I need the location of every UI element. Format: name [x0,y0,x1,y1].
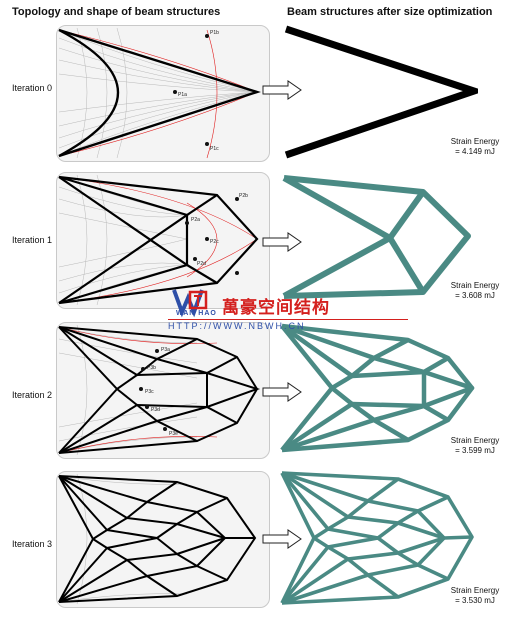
iteration-0-label: Iteration 0 [12,83,53,93]
optimized-structure-2 [280,323,475,453]
strain-energy-value: = 3.608 mJ [455,291,495,300]
header-right: Beam structures after size optimization [287,6,493,18]
header-left: Topology and shape of beam structures [12,6,221,18]
iteration-1-label: Iteration 1 [12,235,53,245]
svg-text:P2d: P2d [197,261,206,267]
iteration-2-label: Iteration 2 [12,390,53,400]
point-label: P1a [178,92,187,98]
svg-text:P3b: P3b [147,365,156,371]
control-points [173,34,209,146]
watermark-divider [168,319,408,320]
svg-text:P3a: P3a [161,347,170,353]
svg-text:P3d: P3d [151,407,160,413]
optimized-structure-3 [280,471,474,605]
watermark-url: HTTP://WWW.NBWH.CN [168,321,306,331]
iteration-2-panel: P3a P3b P3c P3d P3e [56,322,270,459]
iteration-1-panel: P2a P2b P2c P2d [56,172,270,309]
iteration-3-label: Iteration 3 [12,539,53,549]
strain-energy-value: = 3.530 mJ [455,596,495,605]
watermark-brand: 萬豪空间结构 [222,298,330,318]
strain-energy-value: = 3.599 mJ [455,446,495,455]
strain-energy-value: = 4.149 mJ [455,147,495,156]
iteration-0-panel: P1b P1a P1c [56,25,270,162]
point-label: P1b [210,30,219,36]
strain-energy-label: Strain Energy [450,436,500,445]
arrow-icon [262,80,302,100]
arrow-icon [262,232,302,252]
optimized-structure-1 [282,175,471,299]
iteration-3-panel [56,471,270,608]
svg-text:P2a: P2a [191,217,200,223]
wanhao-logo-icon [172,289,208,318]
point-label: P1c [210,146,219,152]
guide-curves [58,29,258,159]
strain-energy-label: Strain Energy [450,281,500,290]
svg-text:P2c: P2c [210,239,219,245]
strain-energy-label: Strain Energy [450,137,500,146]
svg-text:P3e: P3e [169,431,178,437]
svg-text:P2b: P2b [239,193,248,199]
watermark-sub: WAN HAO [176,310,217,317]
svg-text:P3c: P3c [145,389,154,395]
arrow-icon [262,529,302,549]
optimized-structure-0 [284,25,478,159]
strain-energy-label: Strain Energy [450,586,500,595]
arrow-icon [262,382,302,402]
beam-lines [58,28,261,158]
